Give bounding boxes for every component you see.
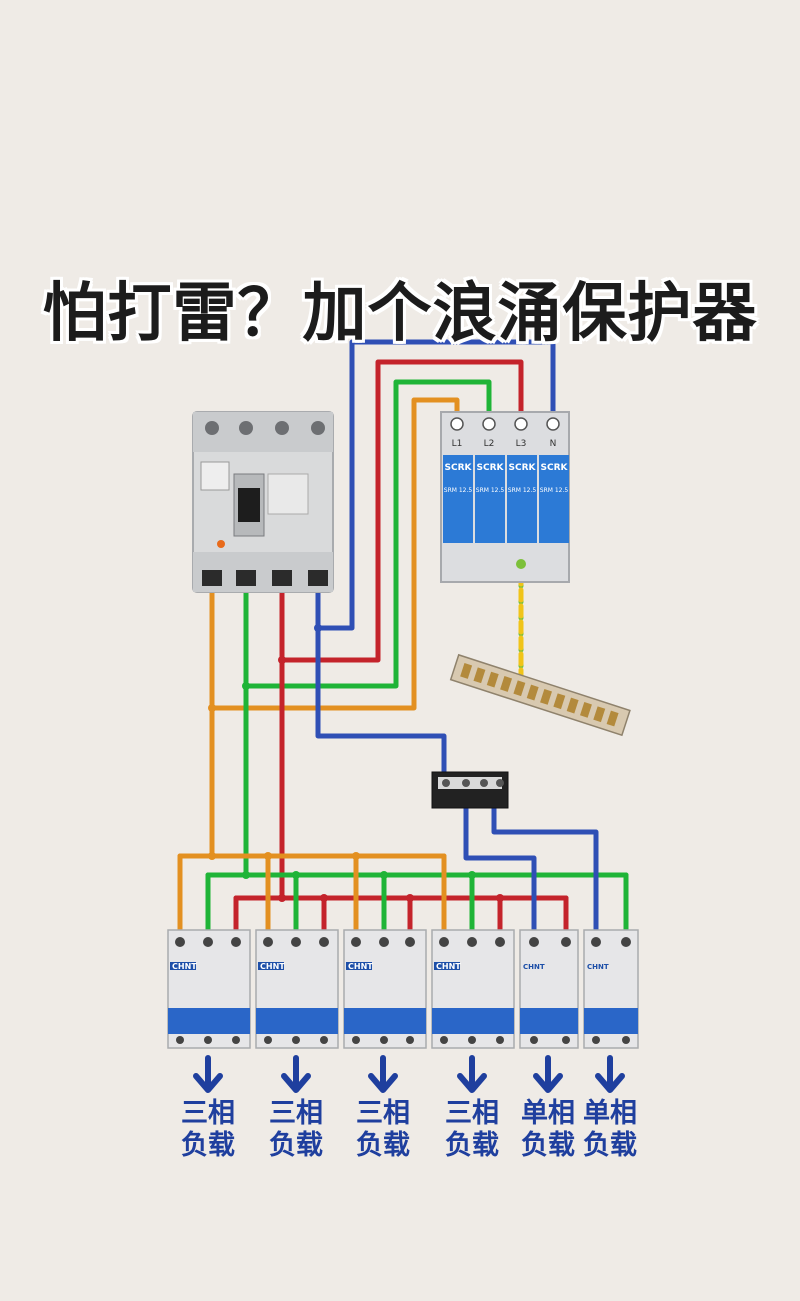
page-title: 怕打雷？加个浪涌保护器 bbox=[42, 277, 758, 351]
arrow-down-icon bbox=[368, 1055, 398, 1093]
arrow-down-icon bbox=[533, 1055, 563, 1093]
svg-text:CHNT: CHNT bbox=[587, 963, 609, 971]
load-label-4: 三相 负载 bbox=[445, 1098, 499, 1161]
breaker-3p-4 bbox=[431, 929, 515, 1049]
wire-n-main bbox=[315, 582, 447, 778]
arrow-down-icon bbox=[193, 1055, 223, 1093]
breaker-3p-3 bbox=[343, 929, 427, 1049]
arrow-down-icon bbox=[595, 1055, 625, 1093]
ground-bar bbox=[449, 653, 631, 737]
wire-l2-to-spd bbox=[243, 379, 492, 689]
load-arrows bbox=[193, 1055, 625, 1093]
spd-brand: SCRK bbox=[445, 463, 473, 473]
svg-text:SCRK: SCRK bbox=[477, 463, 505, 473]
junctions bbox=[208, 624, 504, 902]
svg-text:CHNT: CHNT bbox=[260, 962, 285, 971]
spd-modules bbox=[443, 455, 569, 543]
load-label-5: 单相 负载 bbox=[521, 1098, 575, 1161]
spd-terminal-l2: L2 bbox=[484, 439, 495, 449]
load-label-6: 单相 负载 bbox=[583, 1098, 637, 1161]
svg-text:SRM 12.5: SRM 12.5 bbox=[540, 487, 569, 494]
load-label-2: 三相 负载 bbox=[269, 1098, 323, 1161]
wire-l1-to-spd bbox=[209, 397, 460, 711]
breaker-1p-2 bbox=[583, 929, 639, 1049]
svg-text:CHNT: CHNT bbox=[523, 963, 545, 971]
svg-text:CHNT: CHNT bbox=[348, 962, 373, 971]
spd-terminal-l1: L1 bbox=[452, 439, 463, 449]
svg-text:SRM 12.5: SRM 12.5 bbox=[508, 487, 537, 494]
svg-text:SRM 12.5: SRM 12.5 bbox=[476, 487, 505, 494]
arrow-down-icon bbox=[457, 1055, 487, 1093]
breaker-3p-1 bbox=[167, 929, 251, 1049]
svg-text:SCRK: SCRK bbox=[509, 463, 537, 473]
wires bbox=[177, 339, 629, 941]
breaker-brand-1: CHNT bbox=[172, 962, 197, 971]
branch-breakers: CHNT CHNT CHNT CHNT CHNT CHNT bbox=[167, 929, 639, 1049]
wire-l3-to-spd bbox=[279, 359, 524, 663]
wire-n-branch-1 bbox=[463, 802, 537, 941]
breaker-1p-1 bbox=[519, 929, 579, 1049]
load-label-3: 三相 负载 bbox=[356, 1098, 410, 1161]
surge-protector: L1 L2 L3 N SCRK SCRK SCRK SCRK SRM 12.5 … bbox=[440, 411, 570, 583]
spd-model: SRM 12.5 bbox=[444, 487, 473, 494]
arrow-down-icon bbox=[281, 1055, 311, 1093]
spd-terminal-n: N bbox=[550, 439, 557, 449]
main-breaker bbox=[192, 411, 334, 593]
breaker-3p-2 bbox=[255, 929, 339, 1049]
spd-terminal-l3: L3 bbox=[516, 439, 527, 449]
svg-text:SCRK: SCRK bbox=[541, 463, 569, 473]
svg-text:CHNT: CHNT bbox=[436, 962, 461, 971]
neutral-terminal-block bbox=[431, 771, 509, 809]
load-label-1: 三相 负载 bbox=[181, 1098, 235, 1161]
wire-n-branch-2 bbox=[491, 802, 599, 941]
